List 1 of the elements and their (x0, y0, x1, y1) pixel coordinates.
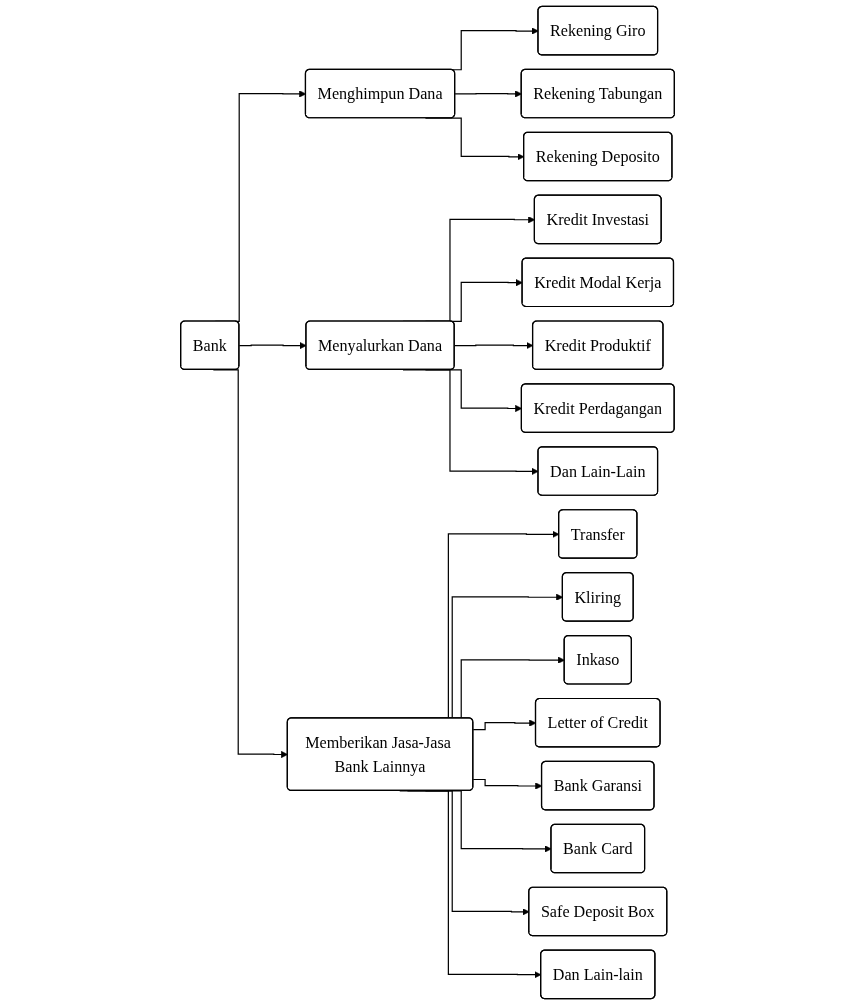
arrow (454, 90, 522, 98)
